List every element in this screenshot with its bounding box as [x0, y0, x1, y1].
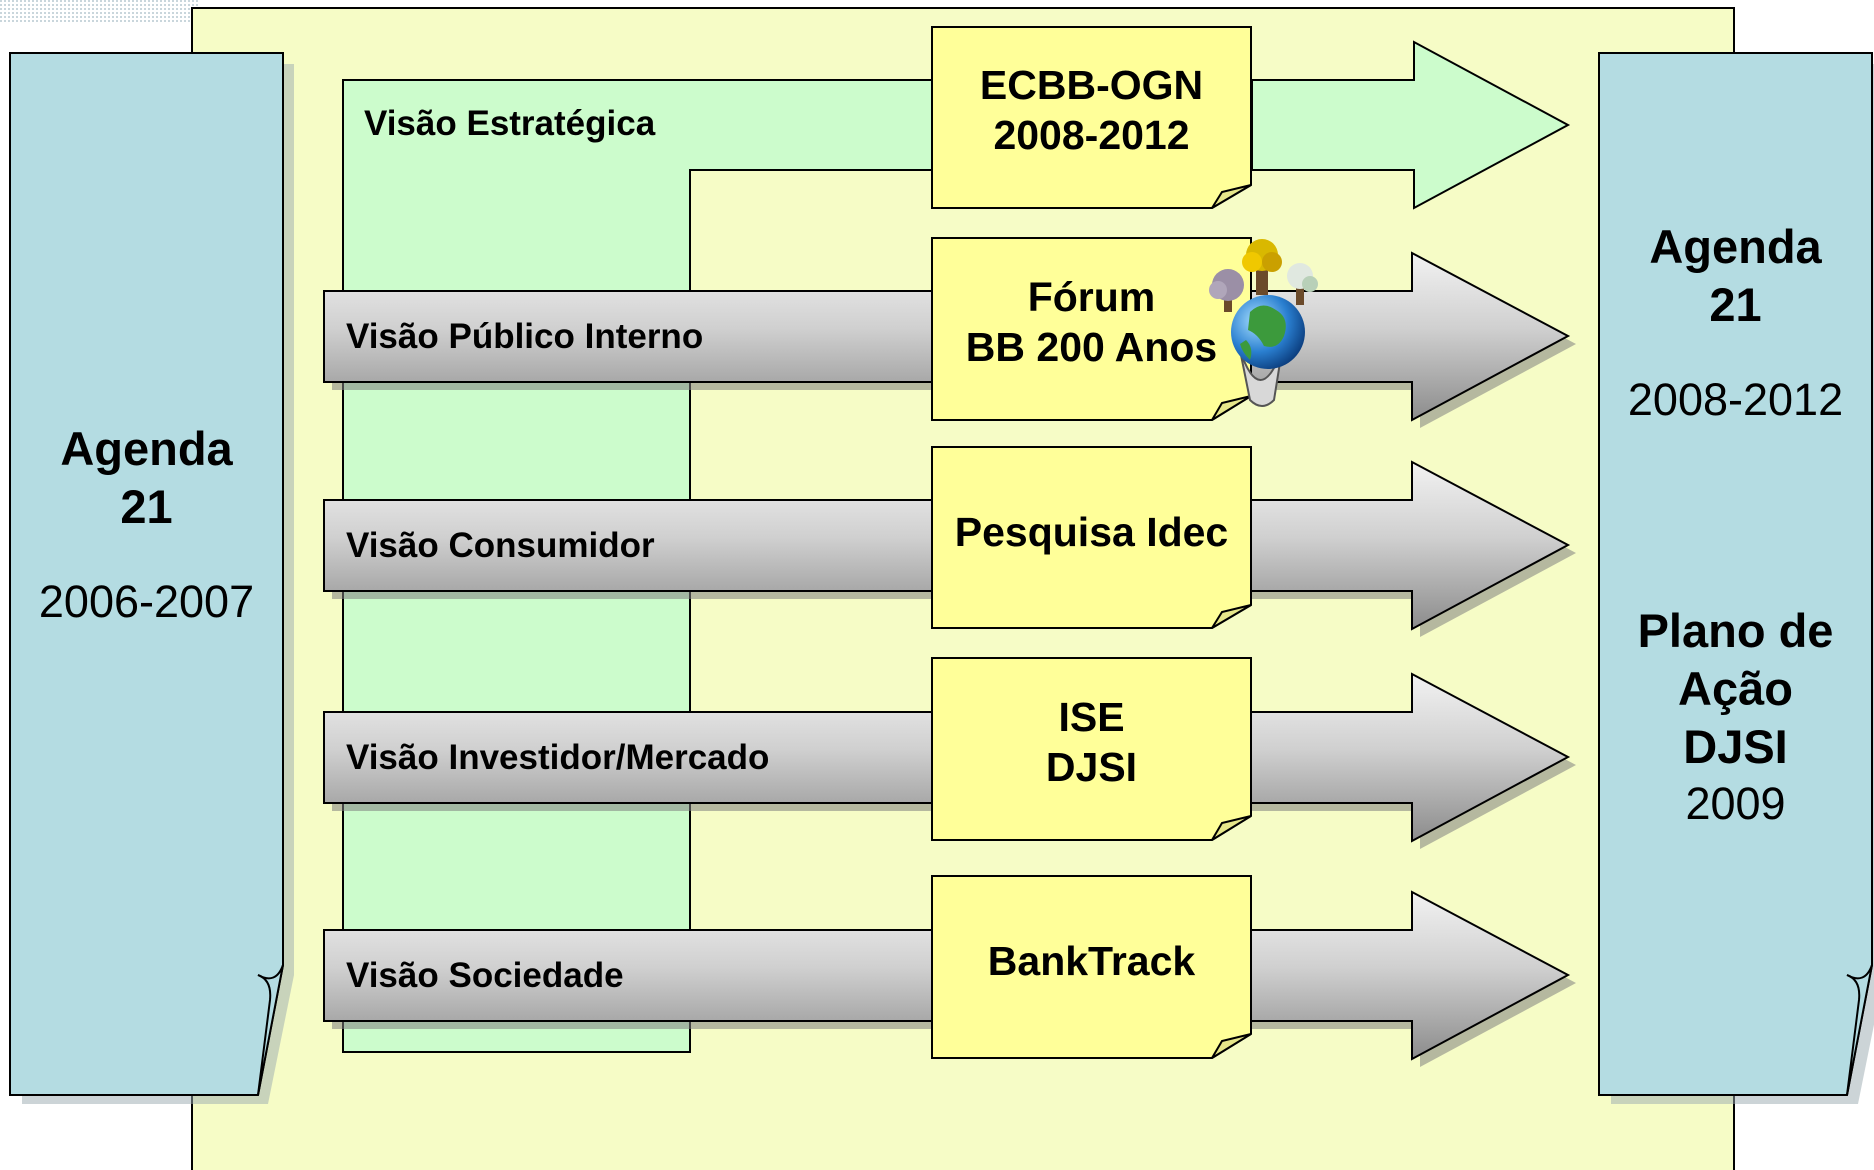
right-panel-fold: [1846, 964, 1873, 1096]
note-box-1-line2: 2008-2012: [993, 112, 1190, 158]
note-box-5: [931, 875, 1252, 1059]
note-box-1-text: ECBB-OGN 2008-2012: [932, 60, 1251, 160]
left-panel: [9, 52, 294, 1104]
note-box-2: [931, 237, 1252, 421]
note-box-2-line1: Fórum: [1027, 274, 1156, 320]
strategic-arrow-head: [1251, 40, 1571, 210]
note-box-2-line2: BB 200 Anos: [965, 324, 1218, 370]
note-box-5-line1: BankTrack: [987, 938, 1196, 984]
note-box-2-text: Fórum BB 200 Anos: [932, 272, 1251, 372]
note-box-4-line1: ISE: [1058, 694, 1125, 740]
note-box-4-text: ISE DJSI: [932, 692, 1251, 792]
left-panel-title-line2: 21: [120, 480, 173, 533]
left-panel-title-line1: Agenda: [60, 422, 233, 475]
right-panel-title: Agenda 21: [1599, 218, 1872, 334]
note-box-5-text: BankTrack: [932, 936, 1251, 986]
right-panel-title-line1: Agenda: [1649, 220, 1822, 273]
row-label-investor: Visão Investidor/Mercado: [346, 738, 770, 777]
right-panel-plan: Plano de Ação DJSI: [1599, 602, 1872, 776]
right-panel-plan-year: 2009: [1685, 778, 1786, 829]
left-panel-years: 2006-2007: [38, 576, 255, 627]
note-box-1: [931, 26, 1252, 209]
right-panel-years: 2008-2012: [1627, 374, 1844, 425]
right-panel-plan-line3: DJSI: [1683, 720, 1788, 773]
left-panel-fold: [257, 964, 284, 1096]
note-boxes: [931, 26, 1252, 1059]
note-box-4-line2: DJSI: [1045, 744, 1138, 790]
corner-decoration: [0, 0, 200, 22]
row-label-strategic: Visão Estratégica: [364, 104, 656, 143]
right-panel: [1598, 52, 1874, 1104]
right-panel-title-line2: 21: [1709, 278, 1762, 331]
row-label-consumer: Visão Consumidor: [346, 526, 655, 565]
left-panel-title: Agenda 21: [10, 420, 283, 536]
row-label-society: Visão Sociedade: [346, 956, 624, 995]
note-box-3-text: Pesquisa Idec: [932, 507, 1251, 557]
note-box-3-line1: Pesquisa Idec: [954, 509, 1229, 555]
note-box-1-line1: ECBB-OGN: [979, 62, 1204, 108]
right-panel-plan-line1: Plano de: [1637, 604, 1834, 657]
globe-with-trees-icon: [1209, 239, 1318, 407]
note-box-3: [931, 446, 1252, 629]
right-panel-plan-line2: Ação: [1678, 662, 1793, 715]
note-box-4: [931, 657, 1252, 841]
row-label-internal-public: Visão Público Interno: [346, 317, 704, 356]
